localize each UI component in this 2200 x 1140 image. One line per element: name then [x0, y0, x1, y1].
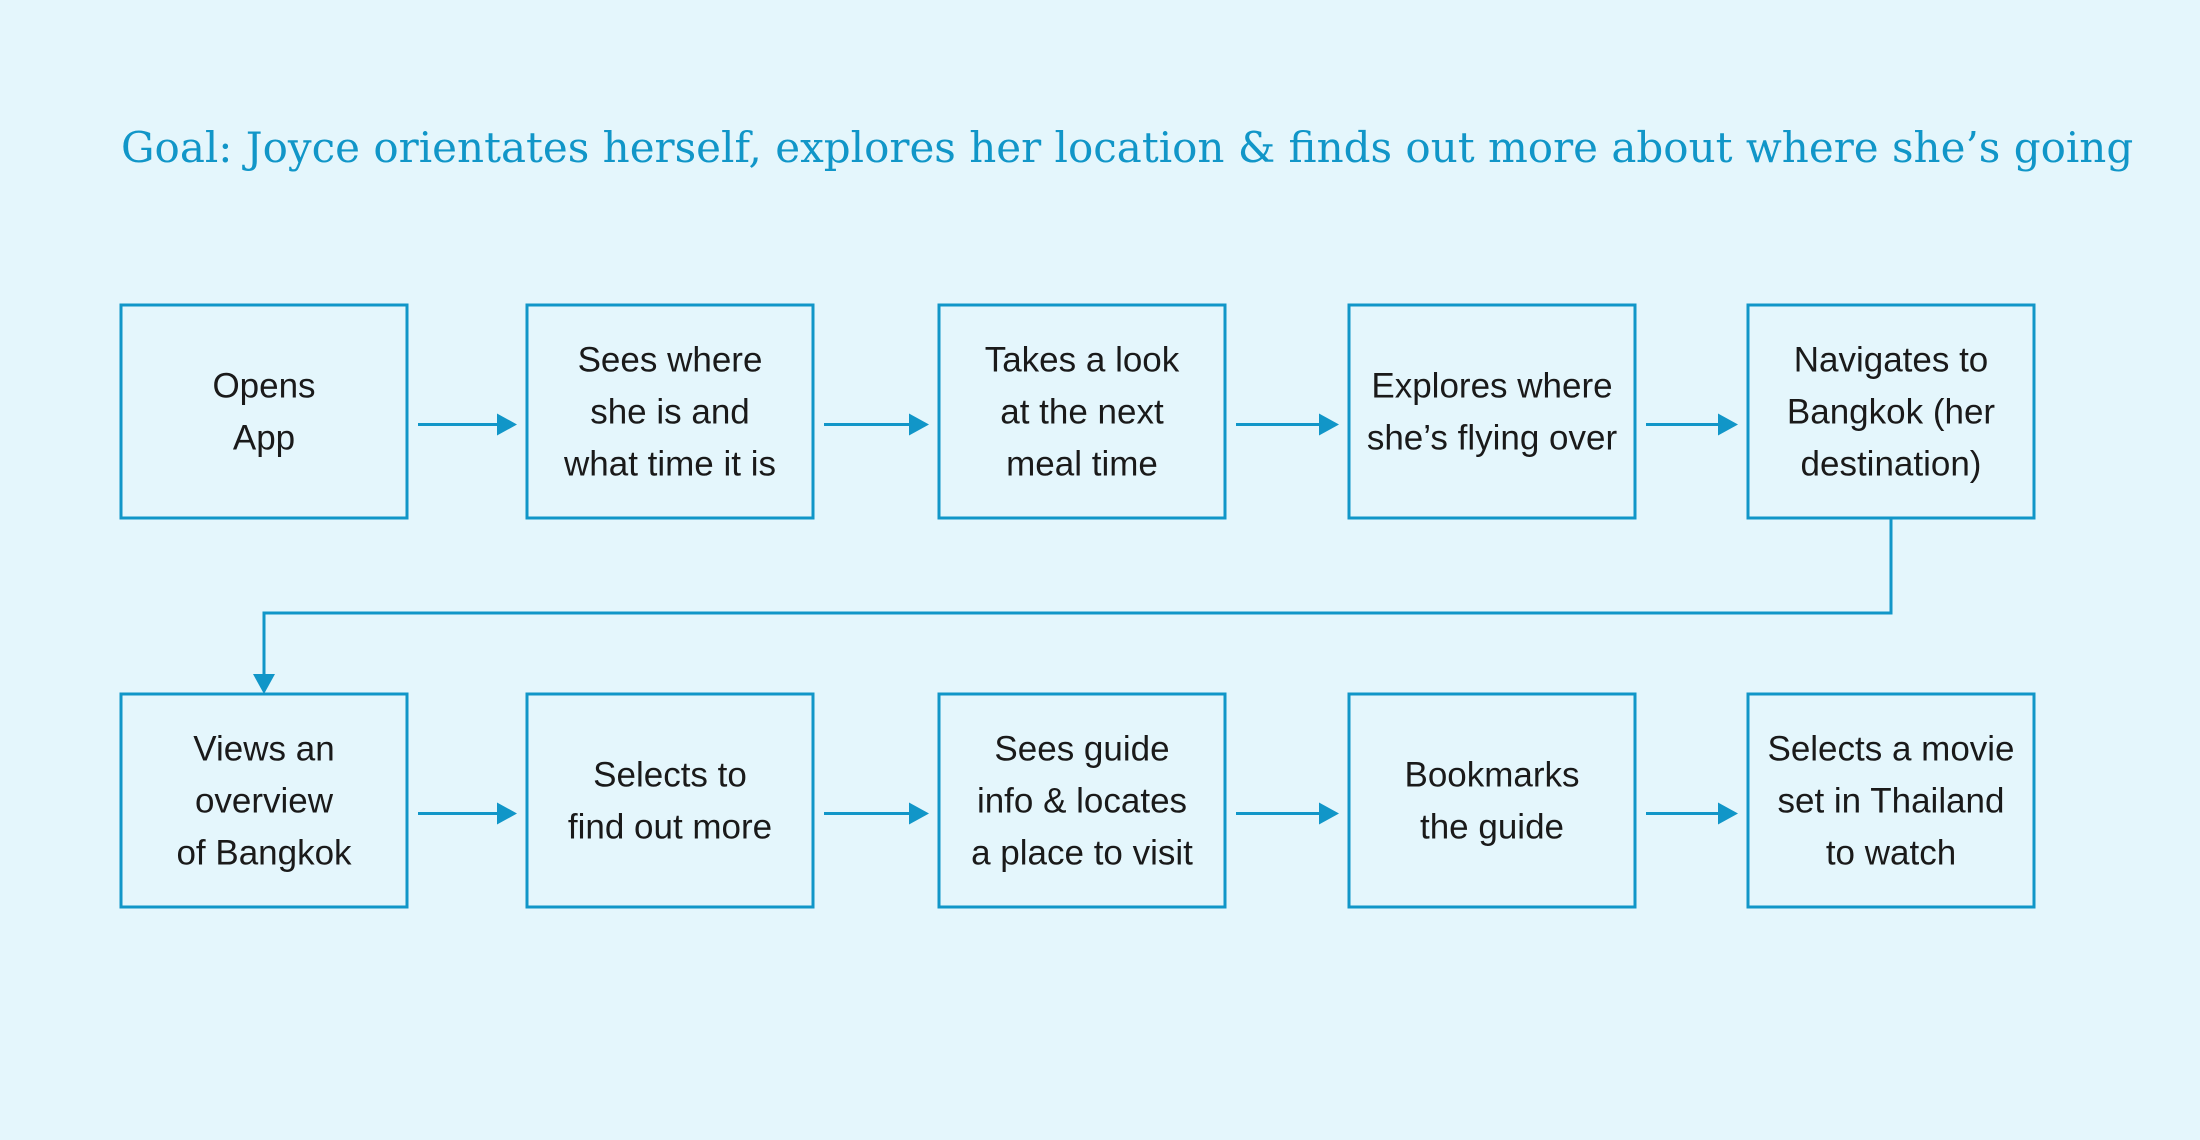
- step-label-line: a place to visit: [971, 834, 1193, 873]
- arrow-head: [497, 413, 517, 436]
- flow-arrow: [418, 413, 517, 436]
- flow-step: Sees guide info & locates a place to visit: [937, 692, 1227, 909]
- step-label-line: she is and: [590, 393, 750, 432]
- arrow-head: [497, 802, 517, 825]
- step-box: [1347, 692, 1637, 909]
- flow-step: Selects to find out more: [525, 692, 815, 909]
- flow-arrow: [824, 413, 929, 436]
- flow-arrow: [1236, 413, 1339, 436]
- flow-step: Takes a look at the next meal time: [937, 303, 1227, 520]
- step-label-line: destination): [1801, 445, 1982, 484]
- step-box: [525, 692, 815, 909]
- flow-step: Views an overview of Bangkok: [119, 692, 409, 909]
- flow-arrow: [824, 802, 929, 825]
- step-box: [525, 303, 815, 520]
- step-box: [937, 303, 1227, 520]
- flow-arrow: [1646, 413, 1738, 436]
- flow-step: Bookmarks the guide: [1347, 692, 1637, 909]
- step-box: [119, 303, 409, 520]
- step-label-line: of Bangkok: [176, 834, 352, 873]
- flow-step: Explores where she’s flying over: [1347, 303, 1637, 520]
- step-box: [119, 692, 409, 909]
- step-label-line: Opens: [212, 367, 315, 406]
- arrow-head: [1319, 802, 1339, 825]
- arrow-head: [909, 413, 929, 436]
- step-label-line: Bookmarks: [1404, 756, 1579, 795]
- flow-step: Navigates to Bangkok (her destination): [1746, 303, 2036, 520]
- arrow-head: [1319, 413, 1339, 436]
- step-label-line: she’s flying over: [1367, 419, 1618, 458]
- step-label-line: what time it is: [563, 445, 776, 484]
- flow-step: Sees where she is and what time it is: [525, 303, 815, 520]
- goal-title: Goal: Joyce orientates herself, explores…: [121, 123, 2133, 172]
- arrow-head: [909, 802, 929, 825]
- step-label-line: Selects a movie: [1767, 730, 2014, 769]
- step-label-line: Sees guide: [994, 730, 1169, 769]
- step-label-line: Bangkok (her: [1787, 393, 1996, 432]
- step-label-line: the guide: [1420, 808, 1564, 847]
- step-box: [1347, 303, 1637, 520]
- step-box: [1746, 692, 2036, 909]
- step-label-line: set in Thailand: [1777, 782, 2004, 821]
- flow-step: Selects a movie set in Thailand to watch: [1746, 692, 2036, 909]
- step-label-line: overview: [195, 782, 334, 821]
- step-label-line: at the next: [1000, 393, 1164, 432]
- step-label-line: Views an: [193, 730, 334, 769]
- flow-arrow: [1236, 802, 1339, 825]
- flow-connectors: [253, 413, 1893, 825]
- step-label-line: App: [233, 419, 295, 458]
- step-label-line: meal time: [1006, 445, 1158, 484]
- step-label-line: Explores where: [1371, 367, 1612, 406]
- step-label-line: find out more: [568, 808, 772, 847]
- flow-arrow: [1646, 802, 1738, 825]
- arrow-head: [1718, 802, 1738, 825]
- flow-arrow-wrap: [253, 518, 1893, 694]
- flow-arrow: [418, 802, 517, 825]
- step-box: [937, 692, 1227, 909]
- arrow-head: [1718, 413, 1738, 436]
- step-label-line: info & locates: [977, 782, 1187, 821]
- step-label-line: Selects to: [593, 756, 747, 795]
- step-label-line: Sees where: [578, 341, 763, 380]
- step-label-line: to watch: [1826, 834, 1956, 873]
- step-box: [1746, 303, 2036, 520]
- step-label-line: Takes a look: [985, 341, 1180, 380]
- arrow-head: [253, 674, 275, 694]
- step-label-line: Navigates to: [1794, 341, 1989, 380]
